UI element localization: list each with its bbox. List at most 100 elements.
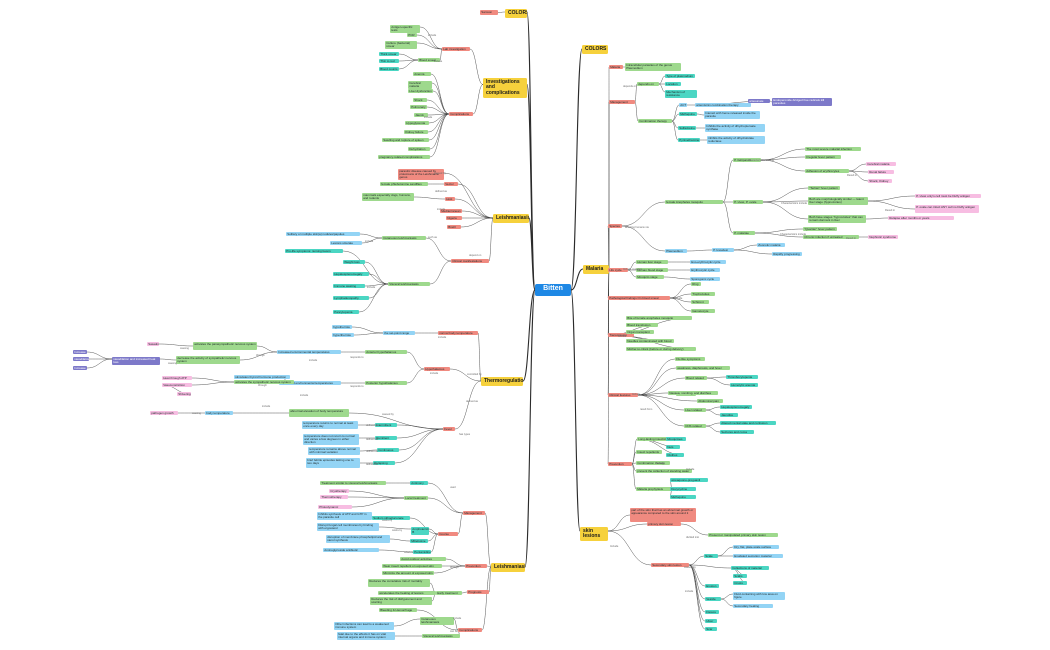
node-cm1[interactable]: Cerebral malaria xyxy=(866,162,896,167)
node-anterior[interactable]: Anterior hypothalamus xyxy=(365,350,407,355)
node-m5[interactable]: Local treatment xyxy=(404,496,428,501)
node-clin1[interactable]: Clinical manifestations xyxy=(451,259,489,264)
node-v5[interactable]: Lymphadenopathy xyxy=(333,296,369,301)
node-cf3[interactable]: Blood related xyxy=(685,376,707,381)
node-pviv2[interactable]: Both are morphologically similar — laten… xyxy=(808,197,868,205)
node-vector[interactable]: Vector xyxy=(444,182,458,187)
topic-node-inv[interactable]: Investigations and complications xyxy=(483,78,527,98)
node-v3[interactable]: Hepatosplenomegaly xyxy=(333,272,369,277)
node-k6[interactable]: Jaunix xyxy=(414,113,428,118)
node-cf11[interactable]: Jaundice xyxy=(720,413,738,418)
node-pu1[interactable]: Increase xyxy=(73,350,87,355)
node-cm2[interactable]: Renal failure xyxy=(868,170,894,175)
node-shiv2[interactable]: Shivering xyxy=(177,392,191,397)
node-hosttxt[interactable]: mammals especially dogs, humans, and rod… xyxy=(362,193,414,201)
node-r2[interactable]: Nigeria xyxy=(446,216,462,221)
node-f4[interactable]: Remittent xyxy=(375,436,397,441)
node-m8[interactable]: Sodium stibogluconate xyxy=(372,516,410,521)
node-sulfa2[interactable]: Inhibits the activity of dihydropteroate… xyxy=(705,124,765,132)
node-lc5[interactable]: Erythrocytic cycle xyxy=(690,268,720,273)
node-m10[interactable]: Disrupt fungal cell membranes by binding… xyxy=(317,523,379,531)
node-pmal2[interactable]: Chronic infection if untreated xyxy=(803,235,859,240)
node-d2[interactable]: Location xyxy=(665,82,681,87)
node-hypoth[interactable]: Hypothalamus xyxy=(424,367,450,372)
node-labinv[interactable]: Lab investigation xyxy=(442,47,470,52)
node-pr8[interactable]: Malaria prophylaxis xyxy=(636,487,672,492)
node-comp[interactable]: Complications xyxy=(449,112,473,117)
node-pkn3[interactable]: Zoonotic malaria xyxy=(757,243,785,248)
node-s11[interactable]: Fissure xyxy=(705,610,719,615)
node-i3[interactable]: Culture (bacterial) smear xyxy=(385,41,417,49)
node-i6[interactable]: Thin to red xyxy=(379,59,399,64)
node-r1[interactable]: Mediterranean xyxy=(440,209,462,214)
node-f2[interactable]: Intermittent xyxy=(375,423,397,428)
node-m12[interactable]: disruption of membrane phospholipid and … xyxy=(326,535,390,543)
node-k2[interactable]: Cerebral malaria xyxy=(408,81,432,89)
node-pkn2[interactable]: P. knowlesi xyxy=(712,248,734,253)
node-depends[interactable]: depends on xyxy=(637,82,659,87)
topic-node-colors_r[interactable]: COLORS xyxy=(582,45,608,54)
node-female[interactable]: female Anopheles mosquito xyxy=(665,200,723,205)
node-s6[interactable]: Crusts xyxy=(733,581,747,586)
topic-node-leish2[interactable]: Leishmaniasis xyxy=(491,563,525,572)
node-host[interactable]: Host xyxy=(445,197,455,202)
node-cut1[interactable]: Solitary or multiple skin(a) nodules/pap… xyxy=(286,232,360,237)
node-pv3[interactable]: Relapse after months or years xyxy=(888,216,954,221)
node-pa1[interactable]: Ring xyxy=(691,282,701,287)
node-path[interactable]: Pathological findings On blood smear xyxy=(608,296,670,301)
node-pmal3[interactable]: Nephrotic syndrome xyxy=(868,235,898,240)
node-i1[interactable]: Antigen-specific tests xyxy=(390,25,420,33)
node-s7[interactable]: Erosion xyxy=(705,584,719,589)
node-p4[interactable]: Reduces the cumulative risk of mortality xyxy=(368,579,430,587)
node-m4[interactable]: Thermotherapy xyxy=(320,495,348,500)
node-f7[interactable]: brief febrile episodes lasting one to tw… xyxy=(306,458,360,468)
node-s10[interactable]: Secondary healing xyxy=(733,604,773,609)
node-mmgmt[interactable]: Management xyxy=(609,100,635,105)
node-p2[interactable]: Wear insect repellent on exposed skin xyxy=(382,564,442,569)
node-skdef[interactable]: part of the skin that has an abnormal gr… xyxy=(630,508,696,522)
node-clin2[interactable]: Clinical features xyxy=(608,393,638,398)
node-q1[interactable]: Bleeding & Hemorrhage xyxy=(379,608,417,613)
node-sulfa[interactable]: Sulfadoxine xyxy=(678,126,696,131)
node-pr6[interactable]: Combination therapy xyxy=(636,461,670,466)
node-v6[interactable]: Pancytopenia xyxy=(333,310,359,315)
node-m1[interactable]: Treatment similar to visceral leishmania… xyxy=(320,481,386,486)
node-m6[interactable]: Photodynamic xyxy=(318,505,352,510)
node-s2[interactable]: Dry, flat, plate-scale surface xyxy=(733,545,779,550)
node-mefl[interactable]: Mefloquine xyxy=(679,112,697,117)
node-cf8[interactable]: Abdominal pain xyxy=(697,399,723,404)
node-cf1[interactable]: Flu-like symptoms xyxy=(675,357,705,362)
node-m3[interactable]: Cryotherapy xyxy=(329,489,349,494)
node-lc4[interactable]: Exo-erythrocytic cycle xyxy=(690,260,726,265)
node-pr2[interactable]: Mosquitoes xyxy=(666,437,686,442)
node-k1[interactable]: Anemia xyxy=(413,72,431,77)
node-act[interactable]: ACT xyxy=(679,103,687,108)
node-f8[interactable]: Relapsing xyxy=(373,461,395,466)
node-tdef[interactable]: normal body temperature xyxy=(438,331,478,336)
node-k3[interactable]: Liver dysfunction xyxy=(408,89,433,94)
node-cf10[interactable]: Hepatosplenomegaly xyxy=(720,405,752,410)
node-cf2[interactable]: weakness, diaphoresis, and fever xyxy=(676,366,730,371)
node-v1[interactable]: Pro-life symptoms: nursing fevers xyxy=(285,249,343,254)
node-pyri[interactable]: Pyrimethamine xyxy=(678,138,700,143)
node-samson[interactable]: Samson xyxy=(480,10,498,15)
topic-node-colors_l[interactable]: COLORS xyxy=(505,9,527,18)
topic-node-leish1[interactable]: Leishmaniasis xyxy=(493,214,529,223)
node-compl2[interactable]: Complications xyxy=(458,628,482,633)
node-q5[interactable]: Visceral leishmaniasis xyxy=(422,634,460,639)
node-fever[interactable]: Fever xyxy=(443,427,455,432)
node-para[interactable]: activates the parasympathetic nervous sy… xyxy=(193,342,257,350)
node-m2[interactable]: Antimony xyxy=(410,481,428,486)
node-lc1[interactable]: Human liver stage xyxy=(636,260,668,265)
node-lc2[interactable]: Human blood stage xyxy=(636,268,668,273)
node-lc6[interactable]: Sporogonic cycle xyxy=(690,277,720,282)
node-hypo[interactable]: hypothermia xyxy=(332,325,352,330)
topic-node-malaria[interactable]: Malaria xyxy=(583,265,609,274)
node-pyro[interactable]: pathogen growth xyxy=(150,411,178,416)
node-incr[interactable]: Increased environmental temperatures xyxy=(277,350,341,355)
node-pr3[interactable]: Nets xyxy=(666,445,680,450)
node-q2[interactable]: Cutaneous leishmaniasis xyxy=(420,617,454,625)
node-k10[interactable]: Dehydration xyxy=(408,147,430,152)
node-pa2[interactable]: Trophozoites xyxy=(691,292,715,297)
node-prim2[interactable]: Present or manipulated primary skin lesi… xyxy=(708,533,778,538)
